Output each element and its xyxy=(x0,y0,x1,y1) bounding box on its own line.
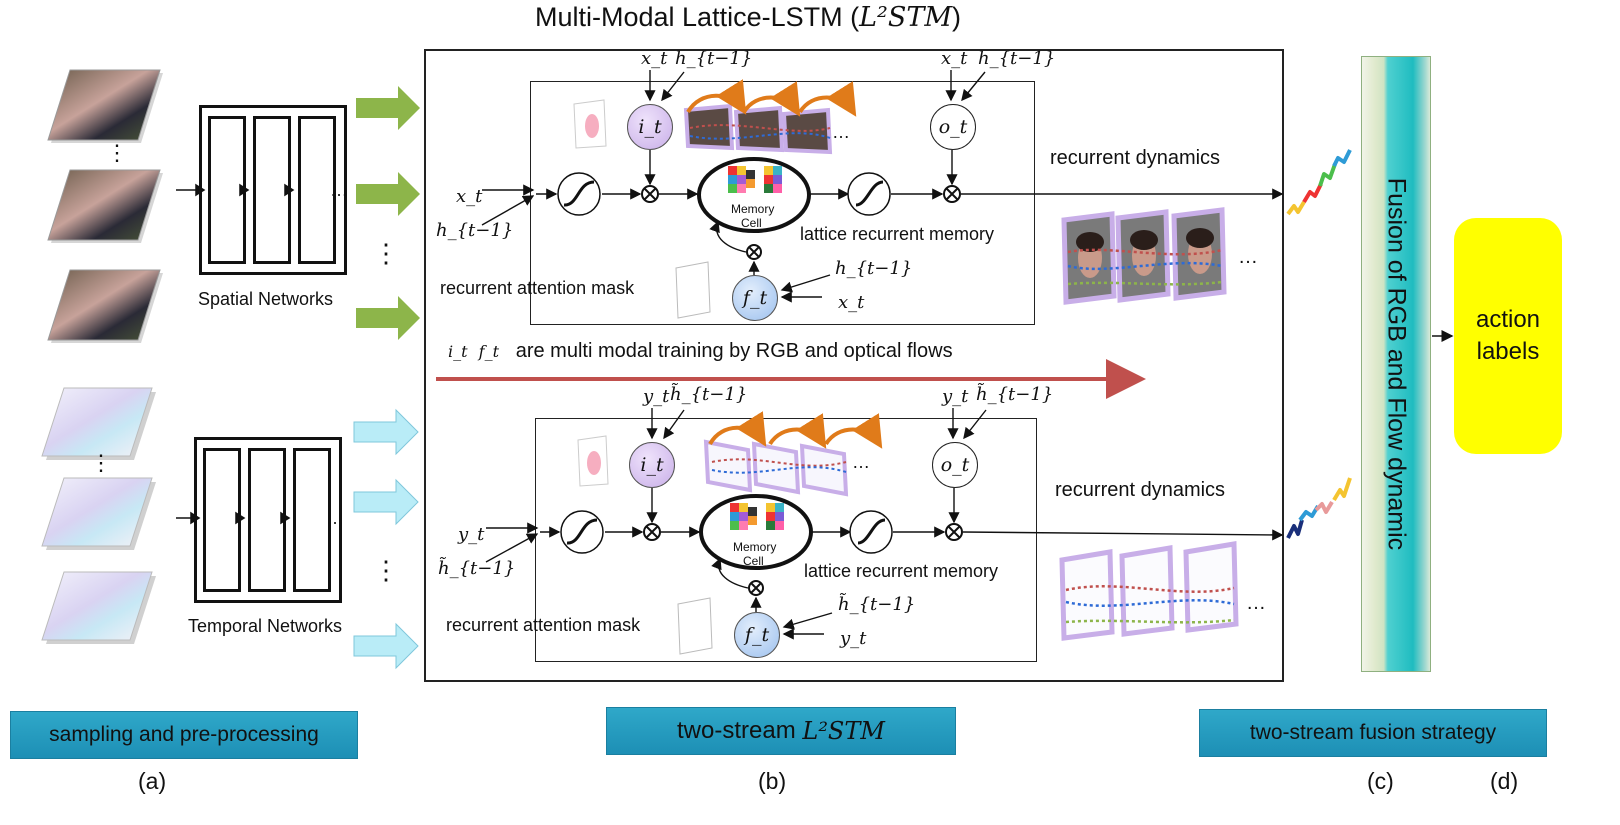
spatial-network-box xyxy=(199,105,347,275)
bottom-f-in-h: h̃_{t−1} xyxy=(838,594,916,615)
bottom-memory-label-1: Memory xyxy=(733,540,777,554)
spatial-dots: … xyxy=(330,180,348,200)
top-lattice-label: lattice recurrent memory xyxy=(800,224,995,244)
bottom-lattice-label: lattice recurrent memory xyxy=(804,561,999,581)
bottom-o-in-h: h̃_{t−1} xyxy=(976,384,1054,405)
sublabel-a: (a) xyxy=(138,768,167,794)
bottom-memory-label-2: Cell xyxy=(743,554,764,568)
top-attention-label: recurrent attention mask xyxy=(440,278,635,298)
spatial-vertical-dots: ⋮ xyxy=(373,238,399,268)
flow-frame-3 xyxy=(41,571,156,644)
top-f-in-x: x_t xyxy=(838,292,865,313)
memory-cell-bottom xyxy=(699,494,813,570)
rgb-frame-3 xyxy=(47,269,163,343)
action-labels-box: action labels xyxy=(1454,218,1562,454)
output-gate-top-label: o_t xyxy=(938,116,968,138)
temporal-networks-label: Temporal Networks xyxy=(188,616,343,636)
top-o-in-h: h_{t−1} xyxy=(978,48,1056,69)
stage-c-box: two-stream fusion strategy xyxy=(1199,709,1547,757)
sublabel-b: (b) xyxy=(758,768,787,794)
top-input-x: x_t xyxy=(456,186,483,207)
action-line-1: action xyxy=(1475,306,1541,333)
green-arrows xyxy=(356,86,420,340)
input-gate-bottom: i_t xyxy=(629,442,675,488)
temporal-frames xyxy=(41,387,156,644)
temporal-network-box xyxy=(194,437,342,603)
bottom-o-in-y: y_t xyxy=(942,386,969,407)
spatial-layer-3 xyxy=(298,116,336,264)
bottom-seq-ellipsis: … xyxy=(852,452,870,472)
input-gate-top-label: i_t xyxy=(638,116,662,138)
bottom-dynamics-label: recurrent dynamics xyxy=(1055,479,1226,501)
dynamics-frames-bottom xyxy=(1059,541,1239,641)
spatial-frames xyxy=(47,69,163,343)
temporal-vertical-dots: ⋮ xyxy=(373,555,399,585)
bottom-input-h: h̃_{t−1} xyxy=(438,558,516,579)
stage-b-math: L²STM xyxy=(802,717,885,745)
bottom-input-y: y_t xyxy=(458,524,485,545)
top-dynamics-label: recurrent dynamics xyxy=(1050,147,1221,169)
diagram-title: Multi-Modal Lattice-LSTM (L²STM) xyxy=(535,2,961,33)
trajectory-top xyxy=(1286,149,1352,216)
stage-a-box: sampling and pre-processing xyxy=(10,711,358,759)
title-suffix: ) xyxy=(952,2,961,32)
flow-frame-1 xyxy=(41,387,156,460)
temporal-layer-3 xyxy=(293,448,331,592)
fusion-bar: Fusion of RGB and Flow dynamic xyxy=(1361,56,1431,672)
top-i-in-x: x_t xyxy=(641,48,668,69)
bottom-i-in-h: h̃_{t−1} xyxy=(670,384,748,405)
rgb-frame-1 xyxy=(47,69,163,143)
forget-gate-bottom-label: f_t xyxy=(744,624,770,646)
fusion-label: Fusion of RGB and Flow dynamic xyxy=(1382,177,1411,551)
title-prefix: Multi-Modal Lattice-LSTM ( xyxy=(535,2,860,32)
title-math: L²STM xyxy=(859,2,952,33)
spatial-networks-label: Spatial Networks xyxy=(198,289,334,309)
frames-vertical-dots-top: ⋮ xyxy=(106,140,128,165)
action-line-2: labels xyxy=(1476,338,1540,365)
stage-b-box: two-stream L²STM xyxy=(606,707,956,755)
left-connectors xyxy=(176,86,420,670)
flow-vertical-dots: ⋮ xyxy=(90,450,112,475)
stage-c-label: two-stream fusion strategy xyxy=(1249,721,1497,744)
stage-b-prefix: two-stream xyxy=(677,717,796,744)
dynamics-frames-top xyxy=(1061,207,1227,305)
top-memory-label-2: Cell xyxy=(741,216,762,230)
lattice-seq-bottom xyxy=(703,411,883,497)
rgb-frame-2 xyxy=(47,169,163,243)
top-input-h: h_{t−1} xyxy=(436,220,514,241)
top-dyn-ellipsis: … xyxy=(1238,246,1258,268)
temporal-dots: … xyxy=(326,508,344,528)
trajectory-bottom xyxy=(1286,477,1352,539)
output-gate-top: o_t xyxy=(930,104,976,150)
output-gate-bottom-label: o_t xyxy=(940,454,970,476)
top-i-in-h: h_{t−1} xyxy=(675,48,753,69)
middle-i: i_t xyxy=(448,342,468,361)
stage-a-label: sampling and pre-processing xyxy=(49,723,319,746)
bottom-f-in-y: y_t xyxy=(840,628,867,649)
middle-f: f_t xyxy=(478,342,500,361)
bottom-attention-label: recurrent attention mask xyxy=(446,615,641,635)
memory-cell-top xyxy=(697,157,811,233)
top-f-in-h: h_{t−1} xyxy=(835,258,913,279)
sublabel-c: (c) xyxy=(1367,768,1394,794)
forget-gate-bottom: f_t xyxy=(734,612,780,658)
lattice-seq-top xyxy=(683,79,857,155)
flow-frame-2 xyxy=(41,477,156,550)
middle-text: are multi modal training by RGB and opti… xyxy=(515,340,953,362)
input-gate-bottom-label: i_t xyxy=(640,454,664,476)
forget-gate-top: f_t xyxy=(732,275,778,321)
bottom-i-in-y: y_t xyxy=(643,386,670,407)
forget-gate-top-label: f_t xyxy=(742,287,768,309)
output-gate-bottom: o_t xyxy=(932,442,978,488)
top-seq-ellipsis: … xyxy=(832,122,850,142)
attention-thumbnails xyxy=(573,99,713,655)
input-gate-top: i_t xyxy=(627,104,673,150)
sublabel-d: (d) xyxy=(1490,768,1519,794)
middle-note: i_t f_t are multi modal training by RGB … xyxy=(448,340,953,363)
cyan-arrows xyxy=(353,408,419,670)
bottom-dyn-ellipsis: … xyxy=(1246,592,1266,614)
top-o-in-x: x_t xyxy=(941,48,968,69)
cell-wiring xyxy=(436,70,1454,655)
top-memory-label-1: Memory xyxy=(731,202,775,216)
